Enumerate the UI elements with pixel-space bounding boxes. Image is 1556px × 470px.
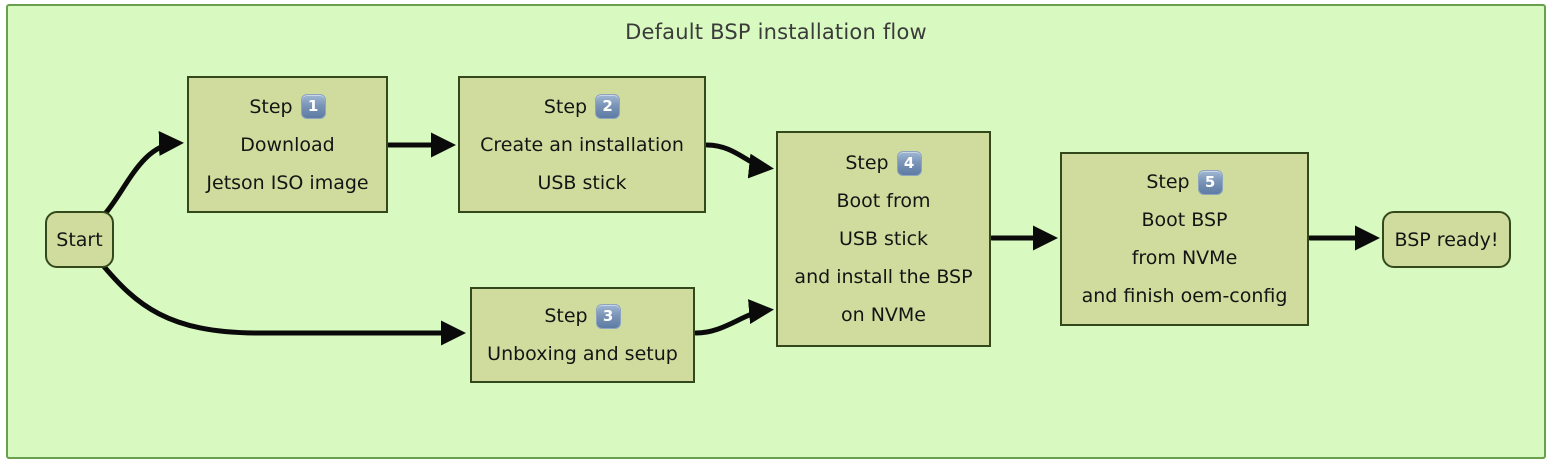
node-text-line: Unboxing and setup bbox=[487, 343, 678, 365]
step-label: Step bbox=[845, 152, 889, 174]
step-heading: Step 3 bbox=[544, 297, 621, 335]
flow-node-start: Start bbox=[45, 211, 114, 268]
diagram-title: Default BSP installation flow bbox=[625, 20, 927, 44]
node-text-line: Jetson ISO image bbox=[206, 171, 369, 194]
step-label: Step bbox=[249, 95, 293, 118]
flow-node-step5: Step 5 Boot BSP from NVMe and finish oem… bbox=[1060, 152, 1309, 326]
step-heading: Step 2 bbox=[543, 88, 621, 126]
node-text-line: Create an installation bbox=[480, 133, 684, 156]
node-label: Start bbox=[56, 228, 103, 251]
node-text-line: and install the BSP bbox=[794, 266, 973, 288]
step-number-badge: 5 bbox=[1197, 169, 1223, 195]
step-heading: Step 1 bbox=[249, 88, 326, 126]
node-text-line: Download bbox=[240, 133, 335, 156]
node-text-line: Boot from bbox=[836, 190, 931, 212]
node-text-line: and finish oem-config bbox=[1081, 285, 1288, 307]
flow-node-bsp-ready: BSP ready! bbox=[1382, 211, 1511, 268]
step-label: Step bbox=[1146, 171, 1190, 193]
node-text-line: USB stick bbox=[838, 228, 929, 250]
step-label: Step bbox=[544, 305, 588, 327]
step-heading: Step 4 bbox=[845, 144, 922, 182]
flow-node-step2: Step 2 Create an installation USB stick bbox=[458, 76, 706, 213]
step-number-badge: 4 bbox=[896, 150, 922, 176]
flow-node-step3: Step 3 Unboxing and setup bbox=[470, 287, 695, 383]
node-text-line: USB stick bbox=[537, 171, 627, 194]
step-number-badge: 1 bbox=[300, 94, 326, 119]
node-text-line: Boot BSP bbox=[1141, 209, 1228, 231]
step-number-badge: 2 bbox=[595, 94, 621, 119]
step-label: Step bbox=[543, 95, 588, 118]
node-text-line: on NVMe bbox=[841, 304, 926, 326]
step-heading: Step 5 bbox=[1146, 163, 1223, 201]
node-text-line: from NVMe bbox=[1131, 247, 1238, 269]
step-number-badge: 3 bbox=[595, 303, 621, 329]
flow-node-step4: Step 4 Boot from USB stick and install t… bbox=[776, 131, 991, 347]
flow-node-step1: Step 1 Download Jetson ISO image bbox=[187, 76, 388, 213]
node-label: BSP ready! bbox=[1394, 228, 1499, 251]
